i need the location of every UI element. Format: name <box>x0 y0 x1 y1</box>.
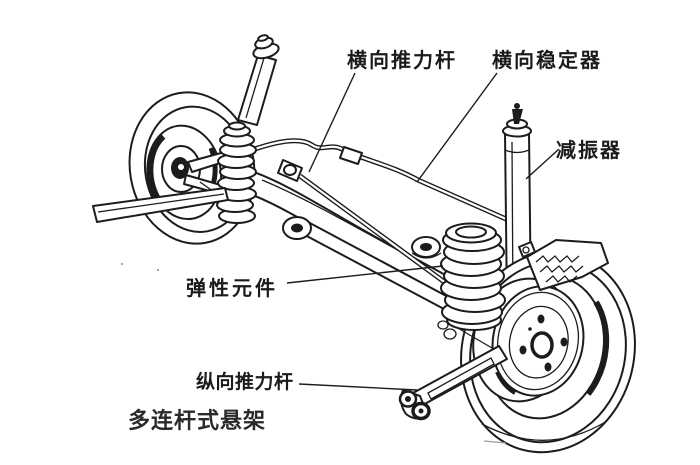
leader-lateral-stabilizer <box>416 72 498 183</box>
center-mount-bushing <box>411 236 442 259</box>
lateral-thrust-rod <box>277 159 460 295</box>
axle-stub-bar <box>92 187 229 223</box>
label-lateral-stabilizer: 横向稳定器 <box>492 48 602 72</box>
leader-shock-absorber <box>525 148 560 180</box>
label-elastic-element: 弹性元件 <box>186 276 278 300</box>
leader-longitudinal-thrust-rod <box>298 383 418 391</box>
disc-shading <box>495 371 517 395</box>
scan-speck <box>156 268 160 272</box>
fender-bracket <box>518 239 609 291</box>
hub-bore <box>530 331 554 359</box>
label-shock-absorber: 减振器 <box>556 138 622 162</box>
scan-speck-line <box>483 440 507 444</box>
leader-elastic-element <box>286 265 444 284</box>
wheel-bolt-holes <box>519 314 568 372</box>
label-longitudinal-thrust-rod: 纵向推力杆 <box>196 370 294 393</box>
left-rim-shading <box>146 133 166 200</box>
left-coil-spring <box>216 121 257 224</box>
longitudinal-thrust-rod <box>398 345 508 421</box>
front-mount-bushing <box>282 216 312 240</box>
stabilizer-clamp <box>339 146 363 165</box>
label-lateral-thrust-rod: 横向推力杆 <box>347 48 457 72</box>
scan-speck <box>120 262 124 266</box>
leader-lateral-thrust-rod <box>308 72 356 173</box>
left-shock-absorber <box>237 34 280 126</box>
stabilizer-bar <box>251 138 508 222</box>
figure-caption: 多连杆式悬架 <box>128 408 266 434</box>
right-rim-shading <box>585 300 610 396</box>
elastic-element-spring <box>437 222 506 349</box>
